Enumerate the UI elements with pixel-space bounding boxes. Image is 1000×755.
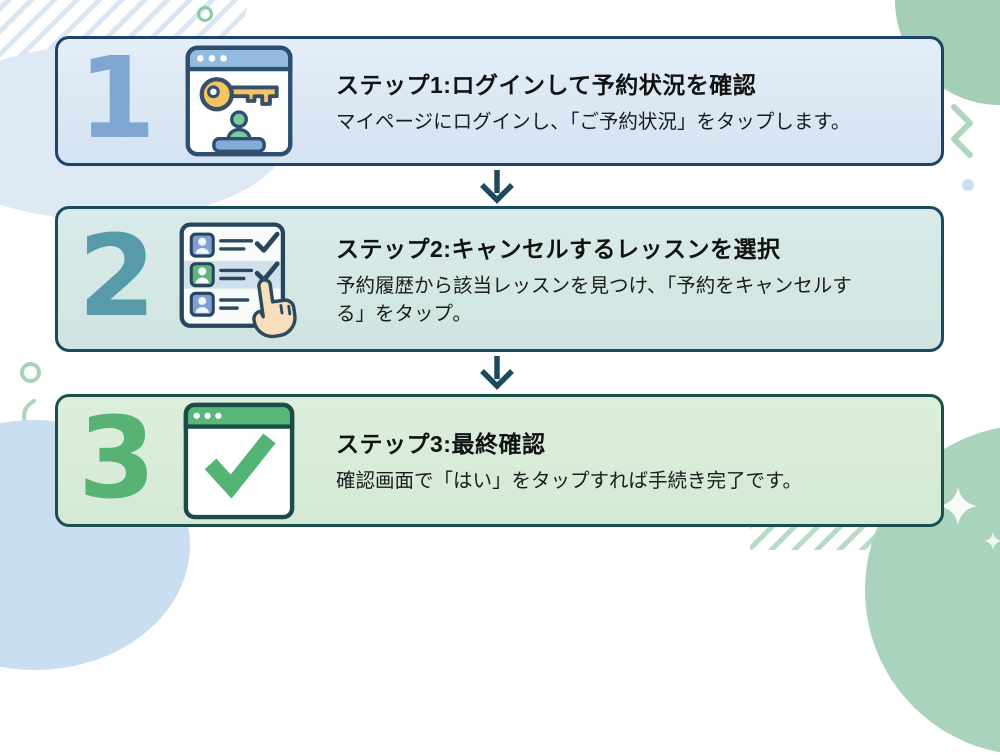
step-1-title: ステップ1:ログインして予約状況を確認 bbox=[336, 71, 757, 98]
green-ring-top bbox=[197, 6, 213, 22]
step-1-card: 1 ステップ1:ログインして予約状況を確認 マイページにログインし、「ご予約状況… bbox=[55, 36, 944, 166]
confirm-check-browser-icon bbox=[176, 401, 302, 521]
step-2-number: 2 bbox=[78, 212, 156, 342]
sparkle-small-icon bbox=[984, 532, 1000, 555]
down-arrow-icon bbox=[477, 355, 517, 395]
green-ring-left bbox=[20, 362, 41, 383]
step-1-description: マイページにログインし、「ご予約状況」をタップします。 bbox=[336, 110, 851, 133]
step-2-title: ステップ2:キャンセルするレッスンを選択 bbox=[336, 235, 781, 262]
login-key-browser-icon bbox=[176, 43, 302, 159]
blue-dot-right bbox=[962, 179, 974, 191]
down-arrow-icon bbox=[477, 169, 517, 209]
step-2-description: 予約履歴から該当レッスンを見つけ、「予約をキャンセルする」をタップ。 bbox=[336, 274, 852, 325]
step-3-description: 確認画面で「はい」をタップすれば手続き完了です。 bbox=[336, 470, 803, 493]
sparkle-icon bbox=[938, 486, 978, 531]
step-1-number: 1 bbox=[78, 34, 156, 164]
step-2-card: 2 bbox=[55, 206, 944, 352]
step-3-number: 3 bbox=[78, 393, 156, 524]
step-3-title: ステップ3:最終確認 bbox=[336, 431, 546, 458]
lesson-list-select-icon bbox=[176, 218, 302, 340]
step-3-card: 3 ステップ3:最終確認 確認画面で「はい」をタップすれば手続き完了です。 bbox=[55, 394, 944, 527]
green-zigzag-chevron-icon bbox=[950, 104, 976, 165]
hand-cursor-icon bbox=[252, 278, 297, 339]
